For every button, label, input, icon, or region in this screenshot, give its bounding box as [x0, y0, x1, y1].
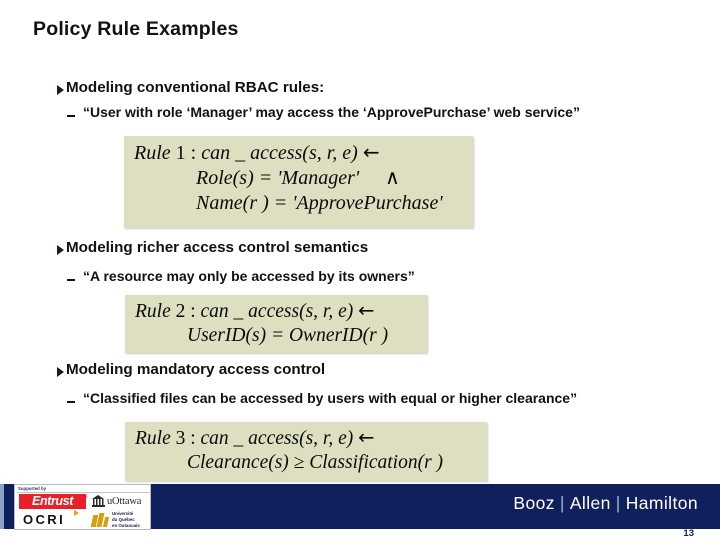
ocri-logo: OCRI	[23, 512, 66, 527]
brand-separator: |	[615, 493, 621, 513]
entrust-trademark-icon: ®	[85, 494, 88, 499]
booz-allen-hamilton-logo: Booz|Allen|Hamilton	[513, 493, 698, 514]
bullet-level1-3: Modeling mandatory access control	[57, 361, 326, 379]
equation-box-rule-2: Rule 2 : can _ access(s, r, e) ← UserID(…	[125, 295, 427, 353]
bullet-level2-2: “A resource may only be accessed by its …	[67, 268, 415, 284]
uqo-label-line2: du Québec	[112, 516, 135, 522]
sponsor-logo-card: Supported by Entrust ® OCRI uOttawa Univ…	[14, 484, 151, 530]
equation-rule-2-label: Rule	[135, 301, 171, 322]
equation-rule-1-body-1: Role(s) = 'Manager'	[196, 167, 360, 190]
uqo-bars-icon	[90, 512, 110, 527]
uqo-label: Université du Québec en Outaouais	[112, 511, 140, 529]
sponsor-heading: Supported by	[18, 486, 47, 491]
equation-rule-3-line-2: Clearance(s) ≥ Classification(r )	[135, 451, 477, 475]
equation-rule-2-body-1: UserID(s) = OwnerID(r )	[187, 324, 389, 346]
equation-rule-3-line-1: Rule 3 : can _ access(s, r, e) ←	[135, 426, 375, 449]
uqo-label-line3: en Outaouais	[112, 522, 140, 528]
wedge-icon: ∧	[385, 165, 400, 190]
footer-accent-stripe	[0, 484, 4, 529]
equation-rule-2-head: can _ access(s, r, e)	[200, 301, 354, 322]
bullet-level2-3: “Classified files can be accessed by use…	[67, 390, 578, 406]
page-title: Policy Rule Examples	[33, 18, 239, 40]
brand-separator: |	[559, 493, 565, 513]
equation-rule-1-head: can _ access(s, r, e)	[201, 142, 358, 164]
triangle-bullet-icon	[57, 367, 64, 377]
bullet-level2-3-label: “Classified files can be accessed by use…	[83, 390, 578, 406]
uqo-logo: Université du Québec en Outaouais	[90, 511, 140, 529]
equation-rule-1-number: 1	[175, 142, 186, 164]
triangle-bullet-icon	[57, 245, 64, 255]
page-number: 13	[683, 528, 694, 539]
ocri-accent-icon	[74, 510, 79, 516]
entrust-logo: Entrust	[19, 494, 86, 509]
leftarrow-icon: ←	[358, 426, 375, 449]
equation-box-rule-3: Rule 3 : can _ access(s, r, e) ← Clearan…	[125, 422, 487, 481]
uqo-label-line1: Université	[112, 511, 134, 516]
bullet-level1-1: Modeling conventional RBAC rules:	[57, 79, 325, 97]
leftarrow-icon: ←	[362, 140, 380, 164]
equation-rule-3-body-1: Clearance(s) ≥ Classification(r )	[187, 451, 444, 473]
equation-box-rule-1: Rule 1 : can _ access(s, r, e) ← Role(s)…	[124, 136, 473, 228]
bullet-level2-1: “User with role ‘Manager’ may access the…	[67, 104, 580, 120]
equation-rule-1-line-1: Rule 1 : can _ access(s, r, e) ←	[134, 140, 380, 164]
equation-rule-3-label: Rule	[135, 428, 171, 449]
uottawa-logo: uOttawa	[92, 495, 141, 507]
bullet-level2-2-label: “A resource may only be accessed by its …	[83, 268, 415, 284]
equation-rule-1-line-3: Name(r ) = 'ApprovePurchase'	[134, 191, 463, 215]
triangle-bullet-icon	[57, 85, 64, 95]
brand-word-hamilton: Hamilton	[625, 493, 698, 513]
dash-bullet-icon	[67, 279, 75, 281]
brand-word-booz: Booz	[513, 493, 555, 513]
brand-word-allen: Allen	[569, 493, 611, 513]
equation-rule-1-line-2: Role(s) = 'Manager' ∧	[134, 165, 463, 190]
dash-bullet-icon	[67, 115, 75, 117]
dash-bullet-icon	[67, 401, 75, 403]
equation-rule-2-line-1: Rule 2 : can _ access(s, r, e) ←	[135, 299, 375, 322]
equation-rule-1-body-2: Name(r ) = 'ApprovePurchase'	[196, 191, 443, 214]
bullet-level1-2-label: Modeling richer access control semantics	[66, 239, 369, 256]
equation-rule-3-head: can _ access(s, r, e)	[200, 428, 354, 449]
bullet-level1-2: Modeling richer access control semantics	[57, 239, 369, 257]
bullet-level1-3-label: Modeling mandatory access control	[66, 361, 326, 378]
sponsor-divider	[17, 492, 150, 493]
equation-rule-3-number: 3	[175, 428, 186, 449]
bullet-level1-1-label: Modeling conventional RBAC rules:	[66, 79, 325, 96]
leftarrow-icon: ←	[358, 299, 375, 322]
bullet-level2-1-label: “User with role ‘Manager’ may access the…	[83, 104, 580, 120]
pantheon-building-icon	[92, 495, 105, 507]
equation-rule-1-label: Rule	[134, 142, 171, 164]
uottawa-label: uOttawa	[107, 495, 142, 507]
equation-rule-2-number: 2	[175, 301, 186, 322]
equation-rule-2-line-2: UserID(s) = OwnerID(r )	[135, 324, 417, 348]
